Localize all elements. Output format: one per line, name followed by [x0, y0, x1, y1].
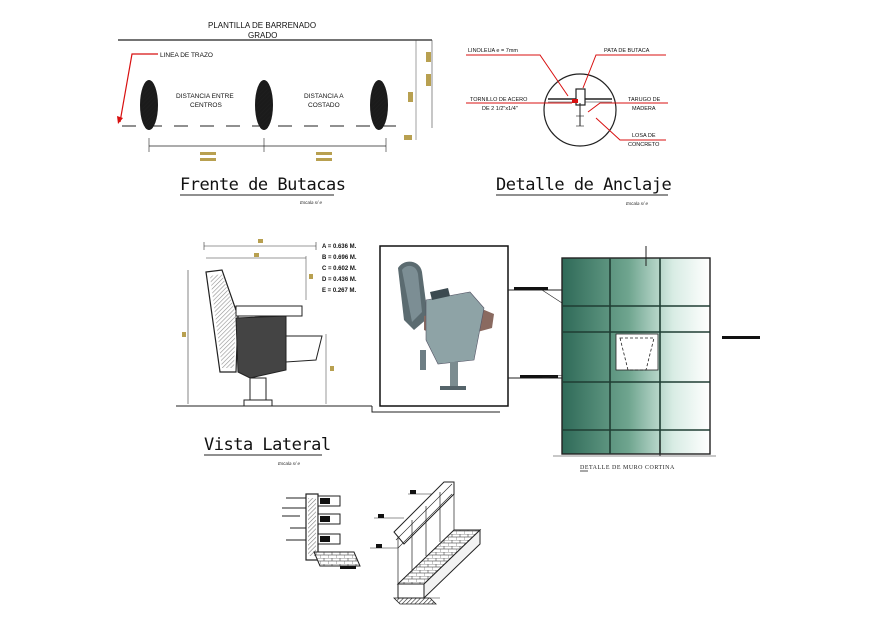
- distancia-costado-label-2: COSTADO: [308, 102, 340, 109]
- distancia-centros-label-2: CENTROS: [190, 102, 222, 109]
- linea-trazo-label: LINEA DE TRAZO: [160, 52, 213, 59]
- isometrico-grada-detail: [370, 481, 482, 605]
- tornillo-label-1: TORNILLO DE ACERO: [470, 97, 528, 103]
- frente-scale-note: Escala s/ e: [300, 200, 323, 205]
- tarugo-label-2: MADERA: [632, 106, 656, 112]
- dim-a: A = 0.636 M.: [322, 244, 357, 250]
- pata-de-butaca-label: PATA DE BUTACA: [604, 48, 650, 54]
- vista-scale-note: Escala s/ e: [278, 461, 301, 466]
- distancia-centros-label-1: DISTANCIA ENTRE: [176, 93, 234, 100]
- linoleum-label: LINOLEUA e = 7mm: [468, 48, 518, 54]
- vista-lateral-title: Vista Lateral: [204, 435, 331, 455]
- plantilla-header: PLANTILLA DE BARRENADO: [208, 21, 316, 30]
- dim-e: E = 0.267 M.: [322, 288, 357, 294]
- chair-render-image: [379, 245, 509, 407]
- vista-lateral-drawing: A = 0.636 M. B = 0.696 M. C = 0.602 M. D…: [176, 239, 500, 466]
- tornillo-label-2: DE 2 1/2"x1/4": [482, 106, 518, 112]
- frente-de-butacas-drawing: PLANTILLA DE BARRENADO GRADO LINEA DE TR…: [117, 21, 433, 205]
- losa-label-2: CONCRETO: [628, 142, 660, 148]
- detalle-anclaje-title: Detalle de Anclaje: [496, 175, 671, 195]
- frente-de-butacas-title: Frente de Butacas: [180, 175, 346, 195]
- losa-label-1: LOSA DE: [632, 133, 656, 139]
- distancia-costado-label-1: DISTANCIA A: [304, 93, 344, 100]
- dim-d: D = 0.436 M.: [322, 277, 357, 283]
- grado-header: GRADO: [248, 31, 277, 40]
- detalle-de-anclaje-drawing: LINOLEUA e = 7mm PATA DE BUTACA TORNILLO…: [466, 48, 672, 206]
- dim-c: C = 0.602 M.: [322, 266, 357, 272]
- seccion-escalonada-detail: [282, 493, 361, 569]
- anclaje-scale-note: Escala s/ e: [626, 201, 649, 206]
- dim-b: B = 0.696 M.: [322, 255, 357, 261]
- muro-cortina-caption: DETALLE DE MURO CORTINA: [580, 465, 675, 471]
- muro-cortina-drawing: DETALLE DE MURO CORTINA: [553, 246, 760, 472]
- tarugo-label-1: TARUGO DE: [628, 97, 661, 103]
